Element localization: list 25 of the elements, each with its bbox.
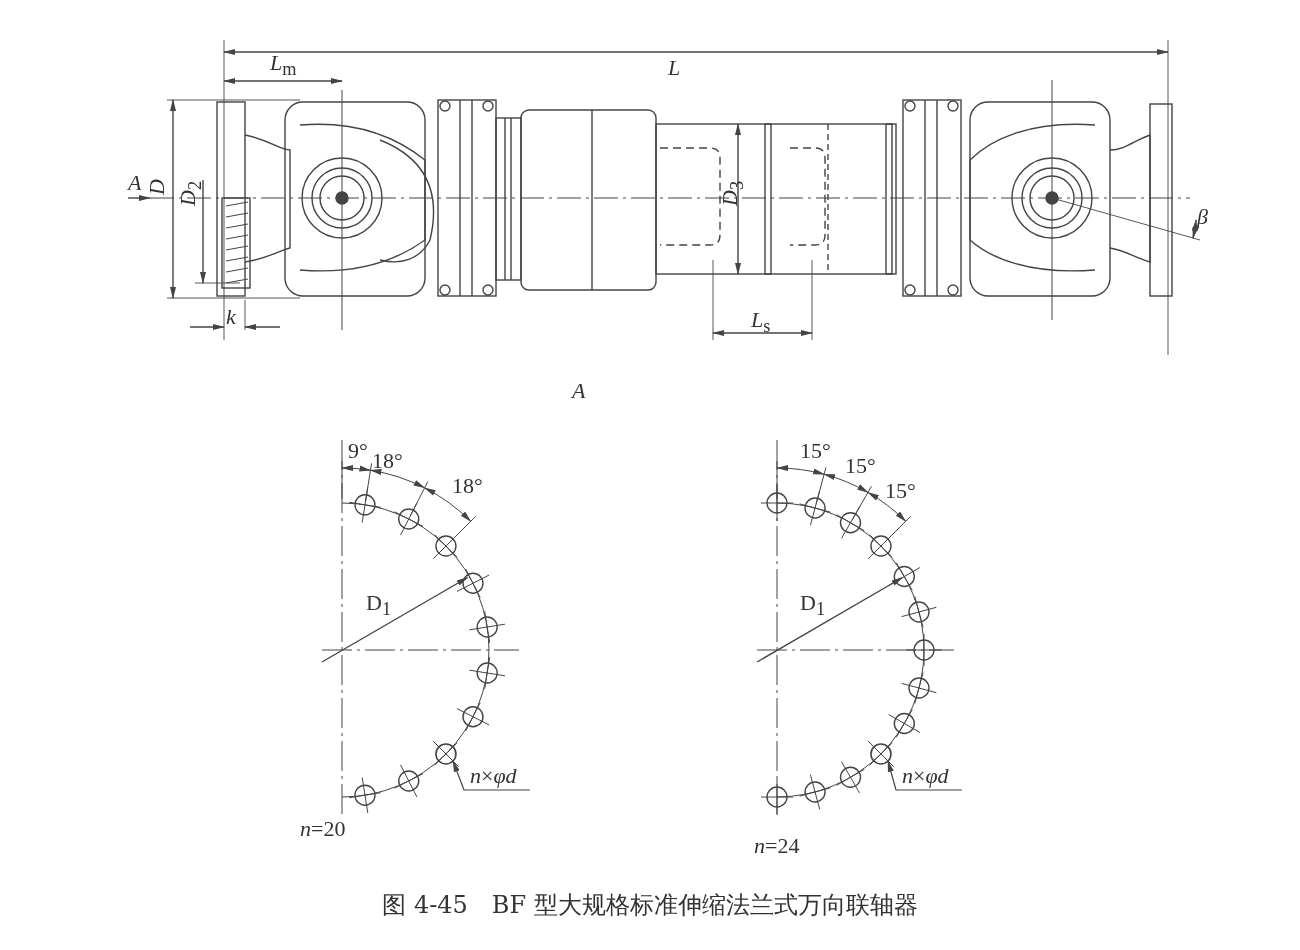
angle-label: 15°: [885, 480, 916, 502]
angle-label: 15°: [845, 455, 876, 477]
note-text: n=20: [300, 818, 346, 840]
dimension-label: k: [226, 306, 236, 328]
note-text: n=24: [754, 835, 800, 857]
dimension-label: D$_{1}$: [800, 592, 826, 619]
angle-label: β: [1197, 206, 1208, 228]
leader-line: [887, 760, 963, 791]
dimension-label: D$_{1}$: [366, 592, 392, 619]
callout-text: n×φd: [470, 765, 517, 787]
dimension-label: L$_{m}$: [270, 52, 297, 79]
dimension-label: L$_{s}$: [751, 309, 771, 336]
view-label: A: [128, 172, 142, 194]
dimension-label: D: [145, 179, 168, 195]
leader-line: [452, 760, 531, 791]
angle-label: 18°: [372, 450, 403, 472]
angle-label: 18°: [452, 475, 483, 497]
bolt-hole: [432, 740, 460, 768]
callout-text: n×φd: [902, 765, 949, 787]
dimension-label: L: [668, 57, 681, 79]
angle-label: 15°: [800, 440, 831, 462]
angle-label: 9°: [348, 440, 368, 462]
caption: 图 4-45 BF 型大规格标准伸缩法兰式万向联轴器: [381, 893, 919, 917]
bolt-hole: [867, 740, 895, 768]
view-label: A: [572, 380, 586, 402]
